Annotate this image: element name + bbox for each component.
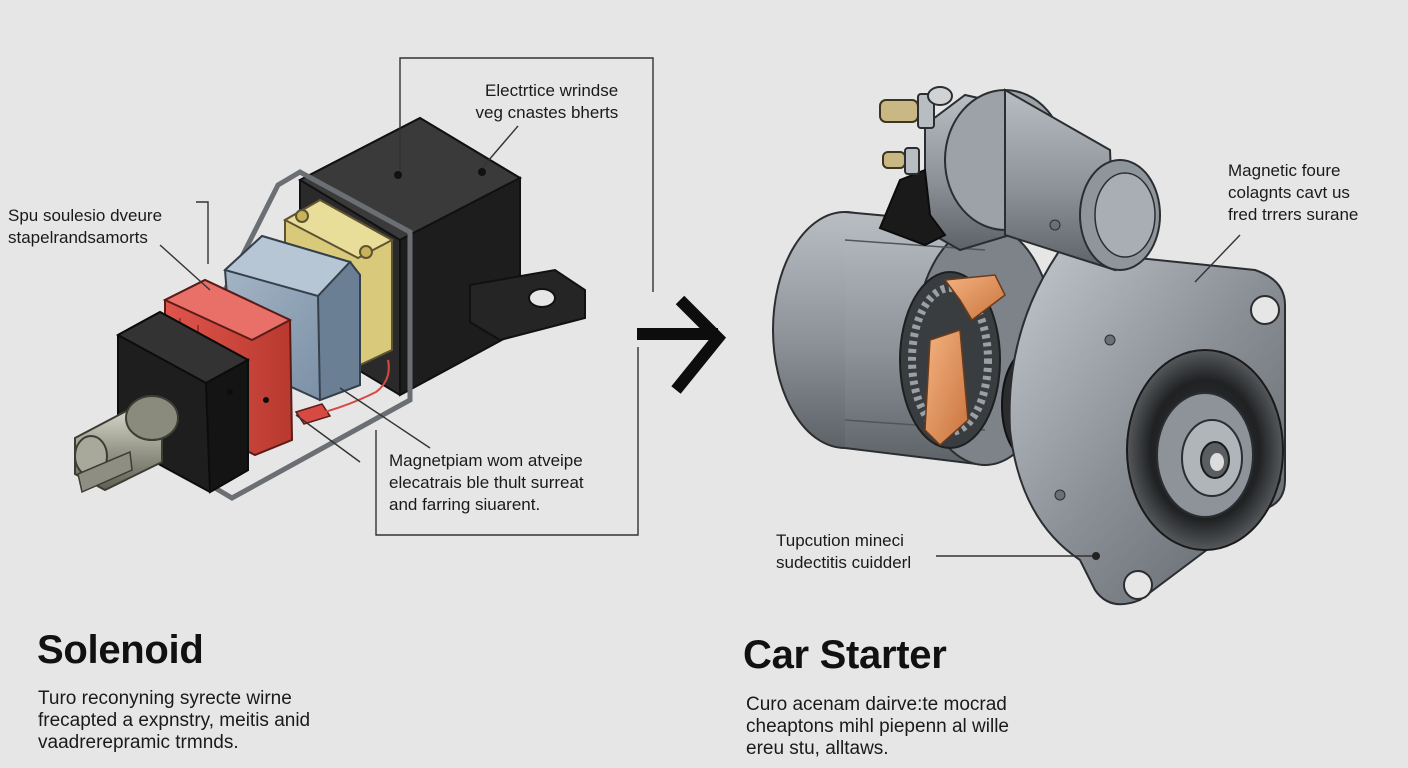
callout-line: Magnetpiam wom atveipe (389, 451, 583, 470)
callout-line: stapelrandsamorts (8, 228, 148, 247)
callout-line: fred trrers surane (1228, 205, 1359, 224)
callout-line: and farring siuarent. (389, 495, 541, 514)
description-line: cheaptons mihl piepenn al wille (746, 716, 1009, 737)
starter-callout-bottom: Tupcution mineci sudectitis cuidderl (776, 530, 911, 574)
solenoid-callout-bottom: Magnetpiam wom atveipe elecatrais ble th… (389, 450, 584, 516)
arrow-right-icon (637, 295, 727, 394)
solenoid-callout-top-right: Electrtice wrindse veg cnastes bherts (475, 80, 619, 124)
starter-callout-right: Magnetic foure colagnts cavt us fred trr… (1228, 160, 1358, 226)
description-line: ereu stu, alltaws. (746, 738, 889, 759)
callout-line: elecatrais ble thult surreat (389, 473, 584, 492)
description-line: vaadrerepramic trmnds. (38, 732, 239, 753)
callout-line: colagnts cavt us (1228, 183, 1350, 202)
solenoid-title: Solenoid (37, 628, 204, 672)
solenoid-description: Turo reconyning syrecte wirne frecapted … (38, 688, 310, 754)
description-line: frecapted a expnstry, meitis anid (38, 710, 311, 731)
callout-line: Spu soulesio dveure (8, 206, 163, 225)
description-line: Turo reconyning syrecte wirne (38, 688, 292, 709)
callout-line: Electrtice wrindse (485, 81, 619, 100)
description-line: Curo acenam dairve:te mocrad (746, 694, 1007, 715)
starter-callout-lines (936, 234, 1241, 557)
callout-line: sudectitis cuidderl (776, 553, 912, 572)
starter-illustration (772, 86, 1286, 606)
callout-line: veg cnastes bherts (475, 103, 619, 122)
solenoid-callout-left: Spu soulesio dveure stapelrandsamorts (8, 205, 162, 249)
starter-description: Curo acenam dairve:te mocrad cheaptons m… (746, 694, 1009, 760)
callout-line: Magnetic foure (1228, 161, 1341, 180)
starter-title: Car Starter (743, 633, 947, 677)
callout-line: Tupcution mineci (776, 531, 904, 550)
solenoid-illustration (74, 116, 586, 501)
solenoid-callout-lines (159, 57, 654, 536)
